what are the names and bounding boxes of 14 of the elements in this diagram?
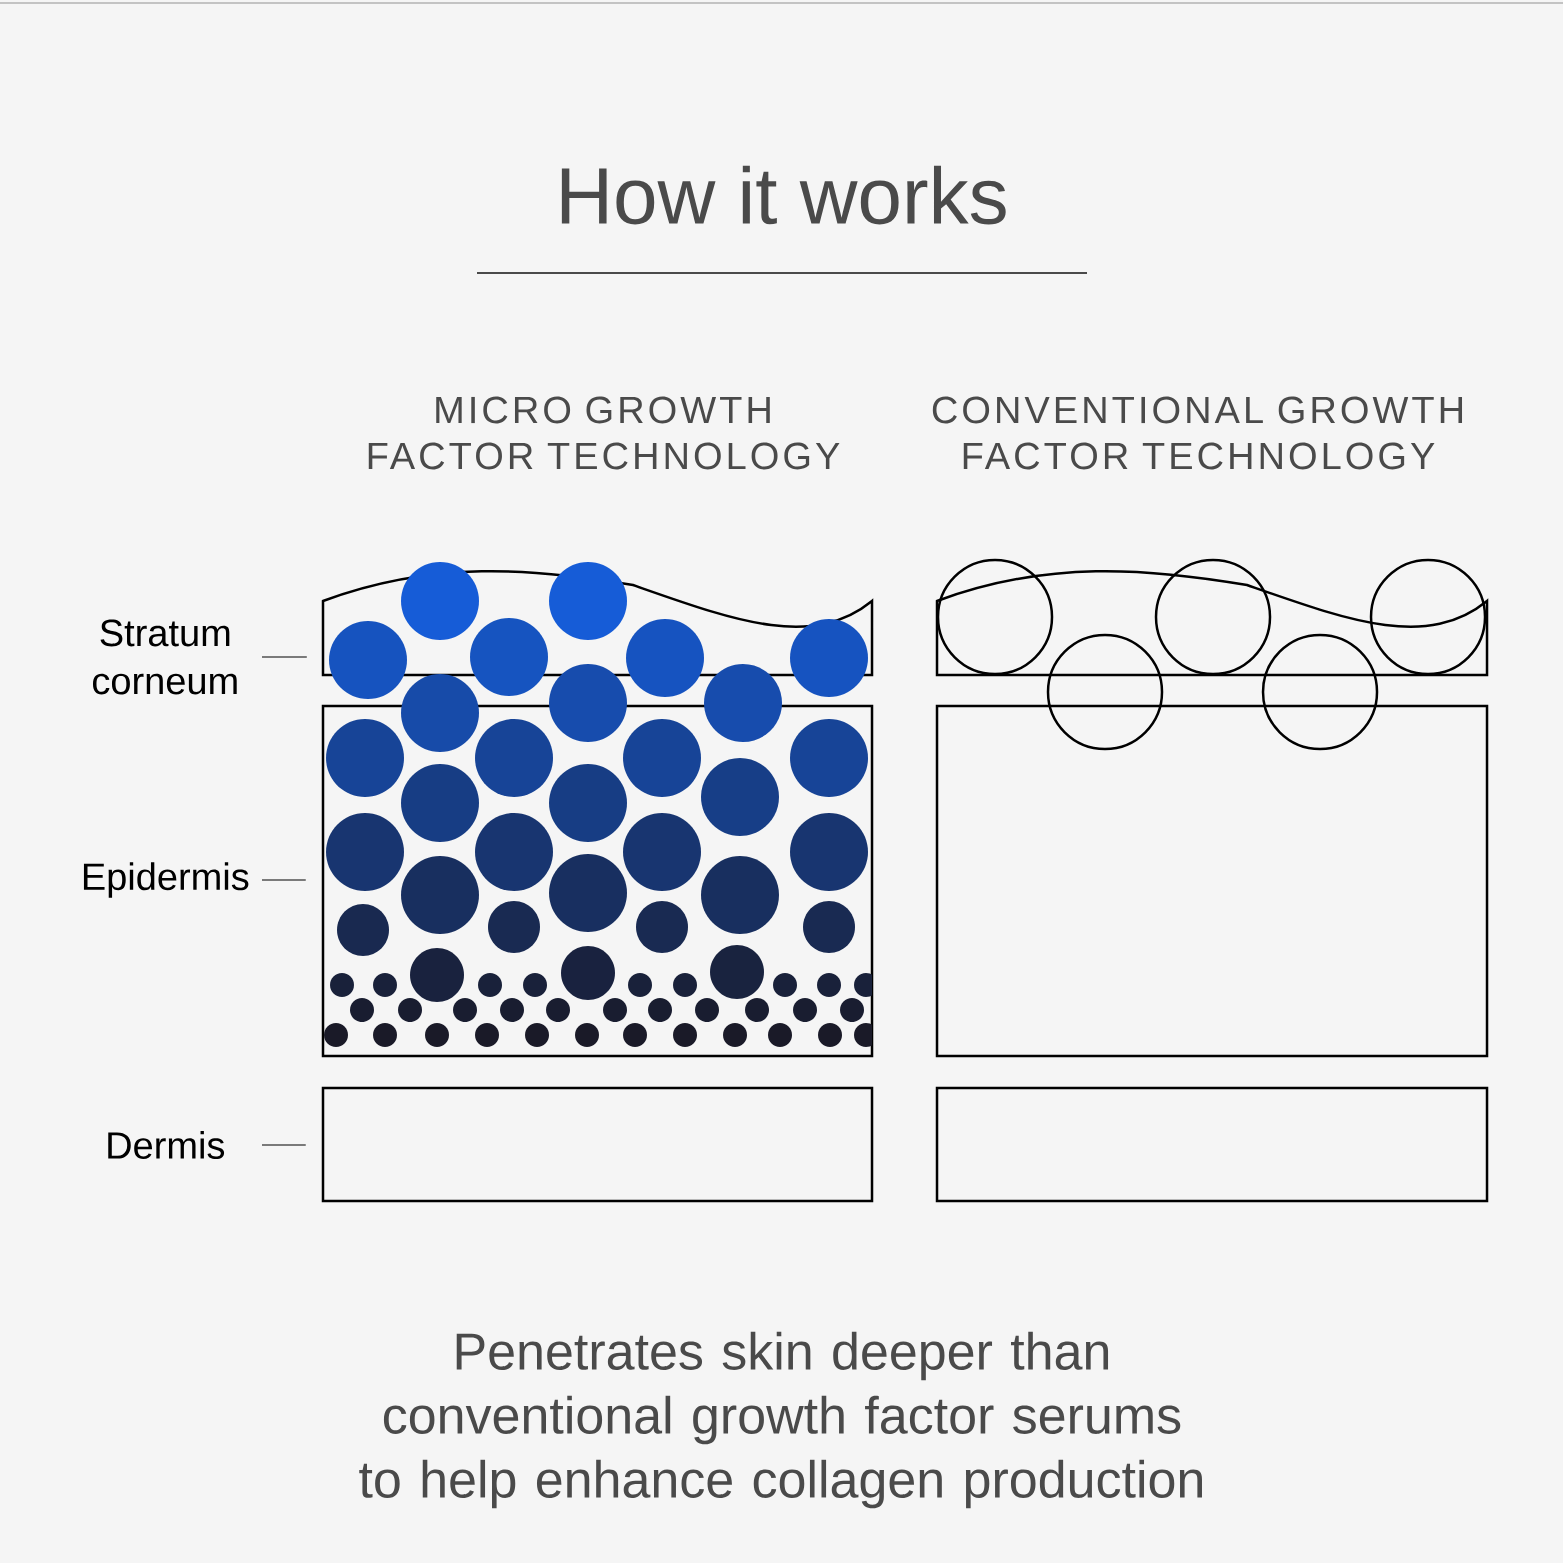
title: How it works [561,165,1006,225]
caption: Penetrates skin deeper than conventional growth factor serums to help enhance collagen production [359,1331,1202,1509]
leader-line [261,879,307,881]
dermis-layer [321,1086,874,1203]
layer-label: Epidermis [83,862,249,898]
leader-line [261,656,308,658]
dermis-layer [935,1086,1489,1203]
leader-line [261,1144,307,1146]
layer-label: Stratum corneum [93,619,237,695]
column-heading: MICRO GROWTH FACTOR TECHNOLOGY [368,396,840,470]
stratum-corneum-layer [935,570,1489,677]
epidermis-layer [935,704,1489,1058]
layer-label: Dermis [108,1131,225,1159]
column-heading: CONVENTIONAL GROWTH FACTOR TECHNOLOGY [932,396,1462,470]
